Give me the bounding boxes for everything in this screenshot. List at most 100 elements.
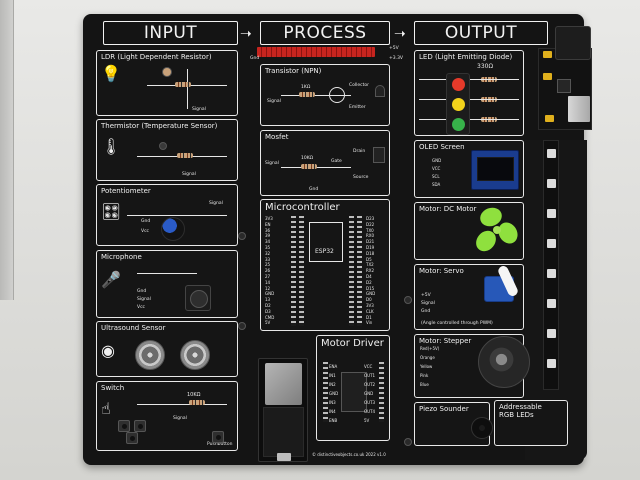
npn-transistor [375, 85, 385, 97]
input-header: INPUT [103, 21, 238, 45]
footer-credit: © distinctiveobjects.co.uk 2022 v1.0 [312, 452, 386, 457]
oled-pin-label: SDA [432, 182, 441, 187]
jumper[interactable] [543, 51, 552, 58]
motor-driver-title: Motor Driver [321, 338, 384, 349]
gpio-pin-label: CLK [366, 308, 374, 314]
esp32-pcb [263, 407, 304, 457]
signal-label: Signal [137, 297, 151, 302]
driver-pin-label: OUT3 [364, 400, 376, 405]
esp32-label: ESP32 [315, 248, 334, 255]
servo-note: (Angle controlled through PWM) [421, 321, 493, 326]
gpio-pin-label: 14 [265, 279, 271, 285]
driver-pin-label: ENA [329, 364, 338, 369]
driver-pin-label: OUT2 [364, 382, 376, 387]
gnd-label: Gnd [421, 309, 431, 314]
gpio-pin-label: D18 [366, 250, 375, 256]
tactile-button[interactable] [118, 420, 130, 432]
gnd-label: Gnd [250, 56, 260, 61]
l298-chip [341, 372, 367, 412]
res-1k-label: 1KΩ [301, 85, 311, 90]
gpio-pin-label: TX0 [366, 227, 374, 233]
v5-label: +5V [421, 293, 431, 298]
potentiometer-title: Potentiometer [101, 187, 151, 195]
gpio-pin-label: D4 [366, 274, 372, 279]
switch-resistor-label: 10KΩ [187, 392, 201, 398]
motor-driver-panel: Motor Driver [316, 335, 390, 441]
gpio-pin-label: 35 [265, 245, 271, 250]
drain-label: Drain [353, 149, 366, 154]
signal-label: Signal [421, 301, 435, 306]
gpio-pin-label: 26 [265, 268, 271, 274]
vcc-label: Vcc [141, 229, 150, 234]
gpio-pin-label: D15 [366, 285, 375, 291]
driver-pin-label: OUT1 [364, 373, 376, 378]
pushbutton[interactable] [212, 431, 224, 443]
gpio-pin-label: 13 [265, 297, 271, 303]
piezo-title: Piezo Sounder [419, 405, 469, 413]
oled-pin-label: SCL [432, 174, 440, 179]
output-header: OUTPUT [414, 21, 548, 45]
arrow-right-icon: ➝ [240, 26, 252, 42]
rgb-led-panel: Addressable RGB LEDs [494, 400, 568, 446]
tactile-button[interactable] [126, 432, 138, 444]
gpio-pin-label: D2 [366, 279, 372, 285]
rgb-led [547, 269, 556, 278]
mosfet-title: Mosfet [265, 133, 289, 141]
gpio-pin-label: 25 [265, 262, 271, 268]
gpio-pin-label: D3 [265, 308, 271, 314]
oled-pin-label: VCC [432, 166, 441, 171]
vcc-label: Vcc [137, 305, 146, 310]
esp32-devkit [258, 358, 308, 462]
gpio-pin-label: GND [265, 291, 275, 297]
screw [238, 232, 246, 240]
ldr-title: LDR (Light Dependent Resistor) [101, 53, 212, 61]
gate-label: Gate [331, 159, 342, 164]
esp32-shield [265, 363, 302, 405]
potentiometer-knob[interactable] [161, 217, 185, 241]
dc-motor-title: Motor: DC Motor [419, 205, 477, 213]
oled-display [477, 157, 514, 181]
stepper-wire-label: Red(+5V) [420, 346, 440, 351]
microphone-module [185, 285, 211, 311]
esp32-outline [309, 222, 343, 262]
driver-pin-label: OUT4 [364, 409, 376, 414]
gnd-label: Gnd [137, 289, 147, 294]
stepper-wire-label: Yellow [420, 364, 433, 369]
dc-barrel-jack[interactable] [555, 26, 591, 60]
arrow-right-icon: ➝ [394, 26, 406, 42]
transistor-symbol [329, 87, 345, 103]
res-10k-label: 10KΩ [301, 156, 314, 161]
oled-title: OLED Screen [419, 143, 465, 151]
led-red [452, 78, 465, 91]
signal-label: Signal [209, 201, 223, 206]
ultrasound-title: Ultrasound Sensor [101, 324, 166, 332]
rgb-led [547, 299, 556, 308]
gpio-pin-label: 33 [265, 256, 271, 262]
piezo-buzzer [471, 417, 493, 439]
usb-a-port[interactable] [568, 96, 590, 122]
tactile-button[interactable] [134, 420, 146, 432]
v5-label: +5V [389, 46, 399, 51]
micro-usb-port[interactable] [277, 453, 291, 461]
gpio-pin-label: D23 [366, 216, 375, 221]
jumper[interactable] [545, 115, 554, 122]
stepper-motor [478, 336, 530, 388]
screw [404, 296, 412, 304]
jumper[interactable] [543, 73, 552, 80]
process-header: PROCESS [260, 21, 390, 45]
gpio-pin-label: Vin [366, 320, 373, 326]
rgb-led [547, 179, 556, 188]
gpio-pin-label: D5 [366, 256, 372, 262]
rgb-led [547, 149, 556, 158]
gnd-label: Gnd [141, 219, 151, 224]
resistor [299, 92, 315, 97]
knob-icon: 🎛 [101, 202, 122, 221]
gnd-label: Gnd [309, 187, 319, 192]
driver-pin-label: VCC [364, 364, 373, 369]
resistor [189, 400, 205, 405]
voltage-regulator [557, 79, 571, 93]
collector-label: Collector [349, 83, 370, 88]
resistor [301, 164, 317, 169]
gpio-pin-label: D21 [366, 239, 375, 245]
v33-label: +3.3V [389, 56, 404, 61]
